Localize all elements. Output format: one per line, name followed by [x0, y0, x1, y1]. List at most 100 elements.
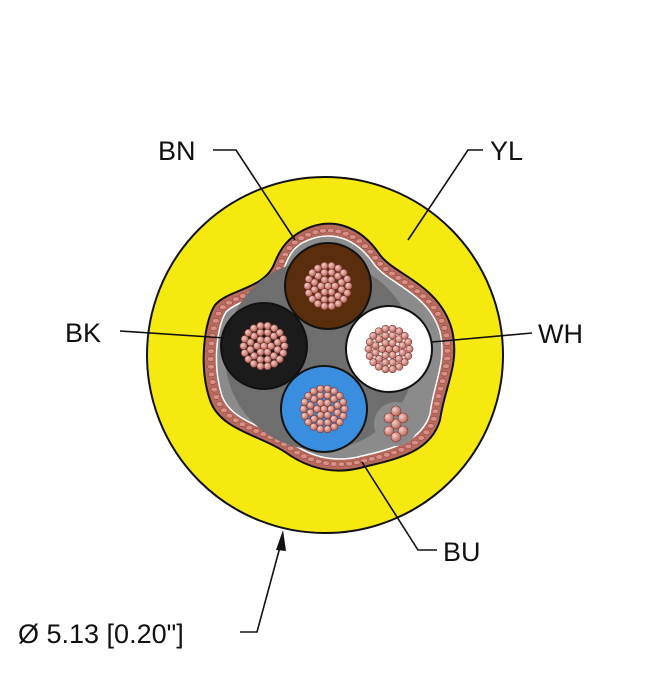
copper-strand	[333, 401, 342, 410]
conductor-black	[220, 302, 308, 390]
braid-bead	[443, 348, 452, 354]
copper-strand	[327, 276, 336, 284]
copper-strand	[365, 338, 374, 346]
diameter-arrowhead	[276, 530, 286, 551]
braid-bead	[220, 407, 228, 413]
braid-bead	[422, 429, 431, 435]
copper-strand	[316, 425, 325, 434]
copper-strand	[388, 365, 397, 374]
copper-strand	[263, 362, 272, 371]
braid-bead	[431, 408, 439, 414]
copper-strand	[270, 324, 279, 333]
braid-bead	[327, 227, 335, 234]
copper-strand	[369, 331, 378, 340]
copper-strand	[256, 355, 265, 364]
copper-strand	[275, 355, 284, 364]
copper-strand	[404, 352, 413, 360]
copper-strand	[244, 355, 253, 364]
braid-bead	[368, 456, 376, 462]
copper-strand	[316, 391, 325, 400]
braid-beads	[207, 227, 452, 467]
braid-bead	[438, 378, 447, 384]
copper-strand	[392, 345, 400, 353]
braid-bead	[311, 229, 320, 235]
braid-bead	[207, 371, 216, 378]
copper-strand	[316, 399, 325, 407]
braid-bead	[245, 425, 253, 431]
copper-strand	[267, 342, 275, 350]
copper-strand	[300, 398, 309, 406]
copper-strand	[400, 331, 409, 340]
braid-bead	[440, 325, 449, 331]
copper-strand	[239, 342, 248, 350]
copper-strand	[394, 354, 403, 363]
copper-strand	[304, 275, 313, 283]
copper-strand	[306, 401, 315, 410]
copper-strand	[263, 328, 272, 337]
braid-bead	[286, 445, 295, 452]
copper-strand	[339, 268, 348, 277]
braid-bead	[434, 393, 443, 399]
copper-strand	[374, 327, 383, 336]
copper-strand	[339, 398, 348, 406]
copper-strand	[381, 324, 390, 333]
copper-strand	[299, 405, 308, 413]
copper-strand	[394, 335, 403, 344]
braid-bead	[390, 449, 398, 456]
copper-strand	[269, 332, 278, 341]
braid-bead	[207, 348, 215, 354]
copper-strand	[388, 339, 397, 347]
leader-bk	[119, 330, 226, 339]
braid-bead	[281, 251, 289, 258]
copper-strand	[313, 299, 322, 308]
copper-strand	[313, 405, 321, 413]
copper-strand	[375, 354, 384, 363]
braid-bead	[278, 258, 286, 264]
copper-strand	[320, 268, 329, 277]
braid-bead	[397, 447, 405, 453]
copper-strand	[334, 299, 343, 308]
copper-strand	[330, 422, 339, 431]
copper-strand	[240, 349, 249, 357]
braid-bead	[215, 401, 224, 407]
braid-bead	[433, 401, 441, 407]
copper-strand	[256, 328, 265, 337]
leader-bn	[213, 149, 296, 241]
copper-strand	[331, 282, 339, 290]
copper-strand	[240, 335, 249, 343]
copper-strand	[303, 282, 312, 290]
copper-strand	[279, 349, 288, 357]
copper-strand	[314, 272, 323, 281]
copper-strand	[320, 302, 329, 311]
copper-strand	[250, 351, 259, 360]
copper-strand	[400, 358, 409, 367]
braid-bead	[285, 245, 294, 251]
braid-bead	[219, 304, 227, 310]
copper-strand	[323, 384, 332, 393]
braid-bead	[419, 293, 427, 299]
copper-strand	[344, 282, 353, 290]
leader-bu	[361, 461, 437, 551]
copper-strand	[246, 338, 255, 347]
copper-strand	[369, 358, 378, 367]
braid-bead	[376, 261, 384, 267]
copper-strand	[343, 275, 352, 283]
braid-bead	[210, 325, 218, 331]
drain-strand	[383, 412, 395, 424]
braid-bead	[434, 311, 442, 317]
conductor-brown	[284, 242, 372, 330]
copper-strand	[256, 336, 265, 344]
copper-strand	[310, 278, 319, 287]
braid-bead	[371, 255, 379, 261]
conductor-white	[345, 305, 433, 393]
braid-bead	[225, 300, 233, 306]
copper-strand	[404, 338, 413, 346]
braid-bead	[394, 275, 402, 281]
copper-strand	[371, 341, 380, 350]
braid-bead	[293, 449, 301, 456]
braid-bead	[207, 364, 215, 370]
copper-strand	[309, 387, 318, 396]
copper-strand	[314, 291, 323, 300]
copper-strand	[270, 359, 279, 368]
